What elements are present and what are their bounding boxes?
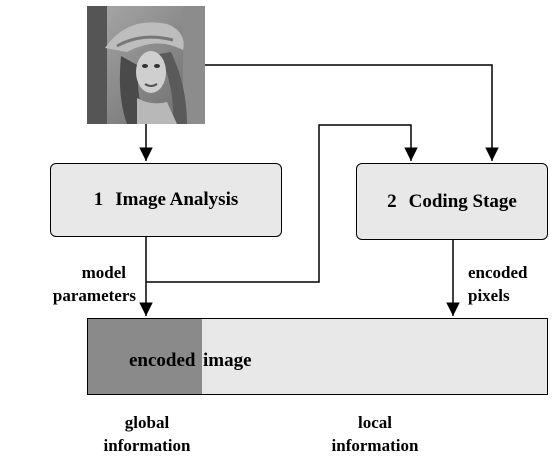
local-information-line1: local: [358, 413, 392, 432]
coding-stage-title: Coding Stage: [408, 190, 517, 212]
image-analysis-number: 1: [93, 189, 104, 210]
coding-stage-number: 2: [387, 190, 397, 212]
global-information-line1: global: [124, 413, 170, 432]
encoded-pixels-label: encoded pixels: [468, 261, 552, 307]
model-parameters-label: model parameters: [6, 261, 136, 307]
encoded-pixels-line2: pixels: [468, 286, 510, 305]
portrait-photo-icon: [87, 6, 205, 124]
global-information-label: global information: [74, 411, 220, 457]
coding-stage-box: 2 Coding Stage: [356, 163, 548, 240]
image-analysis-box: 1 Image Analysis: [50, 163, 282, 237]
local-information-label: local information: [302, 411, 448, 457]
global-information-line2: information: [103, 436, 191, 455]
encoded-image-text-a: encoded: [129, 350, 196, 371]
local-information-segment: [202, 318, 548, 395]
encoded-image-text-b: image: [203, 350, 252, 371]
encoded-pixels-line1: encoded: [468, 263, 528, 282]
model-parameters-line1: model: [81, 263, 126, 282]
source-image: [87, 6, 205, 124]
global-information-segment: [87, 318, 203, 395]
model-parameters-line2: parameters: [52, 286, 136, 305]
image-analysis-title: Image Analysis: [115, 189, 239, 210]
local-information-line2: information: [331, 436, 419, 455]
arrow-photo-to-coding: [205, 64, 499, 161]
arrow-params-to-coding: [146, 124, 418, 283]
